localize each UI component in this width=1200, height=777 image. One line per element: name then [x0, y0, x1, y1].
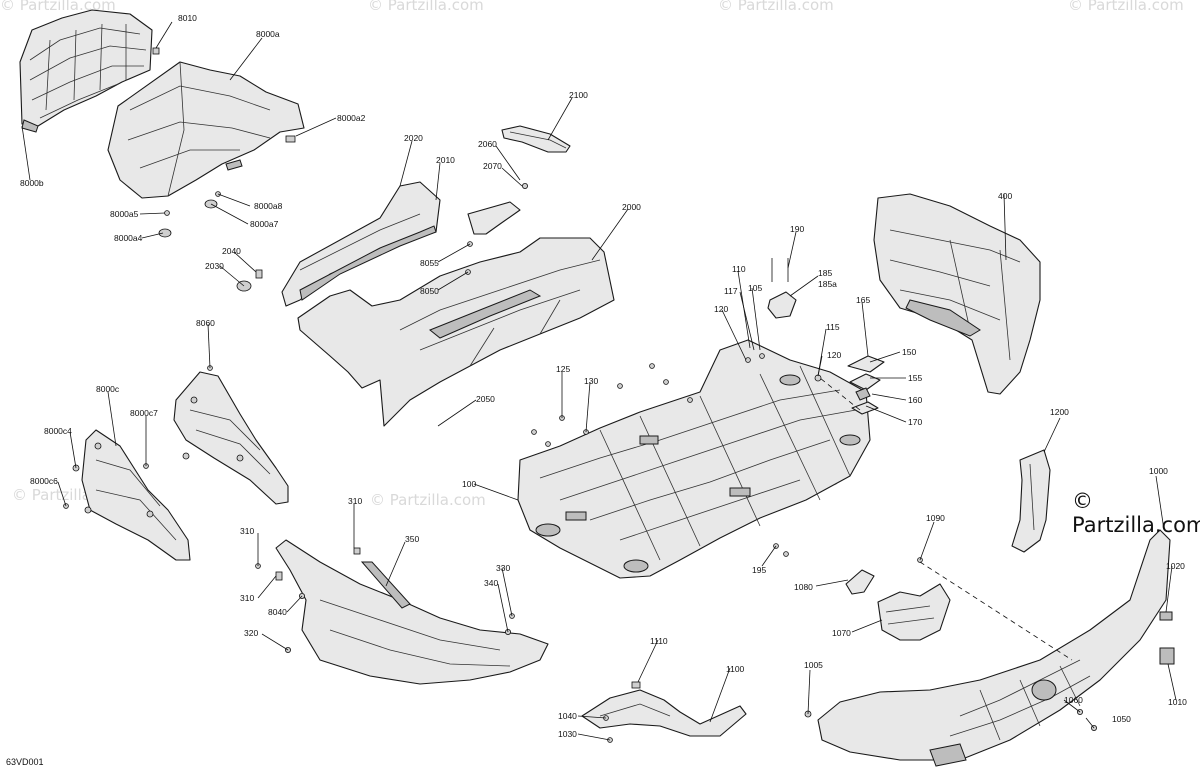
part-rear-grille-8000b[interactable]	[19, 9, 153, 133]
callout-8000b[interactable]: 8000b	[20, 178, 44, 188]
part-skid-plate-100[interactable]	[517, 339, 871, 579]
callout-8000a4[interactable]: 8000a4	[114, 233, 143, 243]
part-front-bumper-1000[interactable]	[804, 529, 1175, 767]
callout-1200[interactable]: 1200	[1050, 407, 1069, 417]
callout-350[interactable]: 350	[405, 534, 419, 544]
callout-120-upper[interactable]: 120	[714, 304, 728, 314]
callout-1100[interactable]: 1100	[726, 664, 745, 674]
callout-310-b[interactable]: 310	[240, 526, 254, 536]
callout-330[interactable]: 330	[496, 563, 510, 573]
callout-labels: 8010 8000a 8000a2 8000b 8000a8 8000a5 80…	[20, 13, 1187, 739]
callout-1010[interactable]: 1010	[1168, 697, 1187, 707]
callout-8000c7[interactable]: 8000c7	[130, 408, 158, 418]
callout-2020[interactable]: 2020	[404, 133, 423, 143]
drawing-id: 63VD001	[6, 757, 44, 767]
callout-160[interactable]: 160	[908, 395, 922, 405]
callout-1030[interactable]: 1030	[558, 729, 577, 739]
callout-125[interactable]: 125	[556, 364, 570, 374]
callout-8055[interactable]: 8055	[420, 258, 439, 268]
callout-8010[interactable]: 8010	[178, 13, 197, 23]
part-upper-panel-8000a[interactable]	[107, 61, 305, 199]
callout-1000[interactable]: 1000	[1149, 466, 1168, 476]
callout-130[interactable]: 130	[584, 376, 598, 386]
callout-310-c[interactable]: 310	[240, 593, 254, 603]
callout-110[interactable]: 110	[732, 264, 746, 274]
callout-120-lower[interactable]: 120	[827, 350, 841, 360]
callout-8040[interactable]: 8040	[268, 607, 287, 617]
callout-195[interactable]: 195	[752, 565, 766, 575]
part-bracket-2100[interactable]	[501, 125, 571, 153]
callout-1050[interactable]: 1050	[1112, 714, 1131, 724]
callout-150[interactable]: 150	[902, 347, 916, 357]
callout-8000c4[interactable]: 8000c4	[44, 426, 72, 436]
callout-2050[interactable]: 2050	[476, 394, 495, 404]
watermark-6: © Partzilla.com	[370, 491, 486, 509]
callout-1110[interactable]: 1110	[650, 636, 668, 646]
callout-185[interactable]: 185	[818, 268, 832, 278]
callout-170[interactable]: 170	[908, 417, 922, 427]
callout-2030[interactable]: 2030	[205, 261, 224, 271]
callout-105[interactable]: 105	[748, 283, 762, 293]
callout-8000a5[interactable]: 8000a5	[110, 209, 139, 219]
part-side-panel-8060[interactable]	[173, 365, 289, 505]
callout-1020[interactable]: 1020	[1166, 561, 1185, 571]
part-bracket-stack-150-170[interactable]	[847, 355, 885, 415]
callout-2100[interactable]: 2100	[569, 90, 588, 100]
callout-310-a[interactable]: 310	[348, 496, 362, 506]
callout-8000a8[interactable]: 8000a8	[254, 201, 283, 211]
callout-340[interactable]: 340	[484, 578, 498, 588]
callout-165[interactable]: 165	[856, 295, 870, 305]
callout-117[interactable]: 117	[724, 286, 738, 296]
part-pillar-1200[interactable]	[1011, 449, 1051, 553]
callout-100[interactable]: 100	[462, 479, 476, 489]
copyright-label: © Partzilla.com	[1072, 489, 1200, 537]
callout-2010[interactable]: 2010	[436, 155, 455, 165]
callout-115[interactable]: 115	[826, 322, 840, 332]
watermark-1: © Partzilla.com	[0, 0, 116, 14]
callout-155[interactable]: 155	[908, 373, 922, 383]
callout-8060[interactable]: 8060	[196, 318, 215, 328]
callout-1005[interactable]: 1005	[804, 660, 823, 670]
callout-8000a7[interactable]: 8000a7	[250, 219, 279, 229]
callout-1070[interactable]: 1070	[832, 628, 851, 638]
callout-8000c6[interactable]: 8000c6	[30, 476, 58, 486]
part-lower-bracket-1100[interactable]	[581, 681, 747, 743]
callout-8050[interactable]: 8050	[420, 286, 439, 296]
callout-2070[interactable]: 2070	[483, 161, 502, 171]
part-cross-panel-2010[interactable]	[281, 181, 441, 307]
part-side-panel-8000c[interactable]	[63, 429, 191, 561]
callout-1060[interactable]: 1060	[1064, 695, 1083, 705]
callout-1080[interactable]: 1080	[794, 582, 813, 592]
callout-8000c[interactable]: 8000c	[96, 384, 120, 394]
alignment-lines	[819, 377, 1073, 661]
callout-8000a2[interactable]: 8000a2	[337, 113, 366, 123]
leader-lines	[21, 21, 1177, 741]
watermark-2: © Partzilla.com	[368, 0, 484, 14]
callout-2040[interactable]: 2040	[222, 246, 241, 256]
hardware-left-upper	[152, 47, 296, 238]
callout-185a[interactable]: 185a	[818, 279, 837, 289]
callout-1040[interactable]: 1040	[558, 711, 577, 721]
watermark-4: © Partzilla.com	[1068, 0, 1184, 14]
part-side-fender-400[interactable]	[873, 193, 1041, 395]
part-bracket-1070[interactable]	[845, 557, 951, 641]
callout-8000a[interactable]: 8000a	[256, 29, 280, 39]
part-rear-body-2000[interactable]	[297, 201, 615, 427]
watermark-3: © Partzilla.com	[718, 0, 834, 14]
callout-400[interactable]: 400	[998, 191, 1012, 201]
callout-320[interactable]: 320	[244, 628, 258, 638]
callout-1090[interactable]: 1090	[926, 513, 945, 523]
callout-190[interactable]: 190	[790, 224, 804, 234]
callout-2000[interactable]: 2000	[622, 202, 641, 212]
callout-2060[interactable]: 2060	[478, 139, 497, 149]
